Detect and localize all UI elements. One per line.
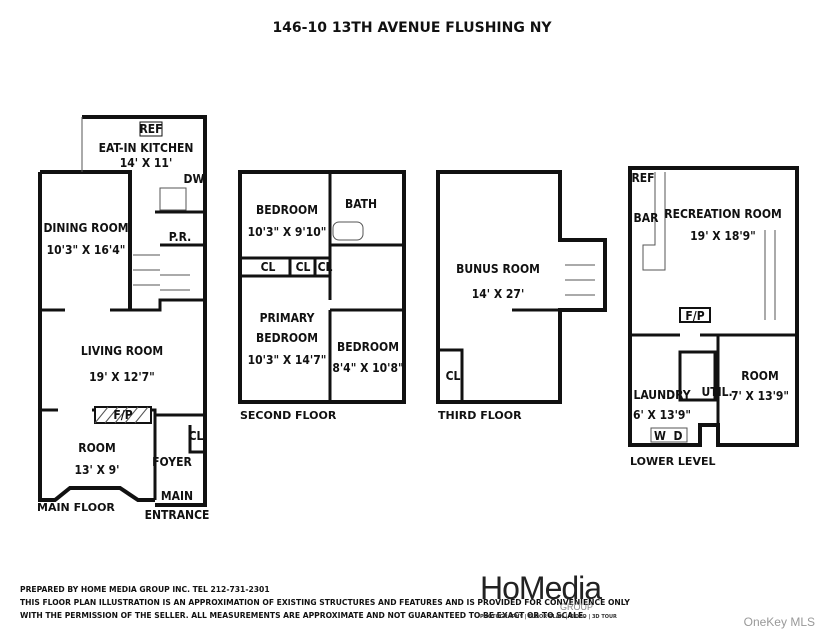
- primary-name-2: BEDROOM: [256, 331, 318, 345]
- dryer-label: D: [674, 429, 683, 443]
- stove-icon: [159, 187, 187, 211]
- second-floor-label: SECOND FLOOR: [240, 409, 337, 422]
- kitchen-size: 14' X 11': [120, 156, 173, 170]
- rec-room-size: 19' X 18'9": [690, 229, 756, 243]
- bonus-room-name: BUNUS ROOM: [456, 262, 540, 276]
- laundry-size: 6' X 13'9": [633, 408, 691, 422]
- dining-size: 10'3" X 16'4": [47, 243, 126, 257]
- main-floor-plan: REF EAT-IN KITCHEN 14' X 11' DW P.R. DIN…: [37, 115, 210, 522]
- homedia-logo: HoMedia GROUP PHOTOGRAPHY | FLOOR PLAN |…: [480, 570, 617, 620]
- plan-title: 146-10 13TH AVENUE FLUSHING NY: [272, 20, 552, 36]
- laundry-name: LAUNDRY: [633, 388, 690, 402]
- living-size: 19' X 12'7": [89, 370, 155, 384]
- room-name: ROOM: [78, 441, 115, 455]
- primary-name-1: PRIMARY: [260, 311, 315, 325]
- powder-room-label: P.R.: [169, 230, 191, 244]
- closet-label-3: CL: [318, 260, 333, 274]
- bathtub-icon: [332, 221, 364, 241]
- ref-label: REF: [631, 171, 654, 185]
- fp-label: F/P: [113, 408, 132, 422]
- room-size: 7' X 13'9": [731, 389, 789, 403]
- footer-disclaimer-2: WITH THE PERMISSION OF THE SELLER. ALL M…: [20, 611, 587, 620]
- dw-label: DW: [184, 172, 205, 186]
- room-name: ROOM: [741, 369, 778, 383]
- ref-label: REF: [139, 122, 162, 136]
- bar-label: BAR: [634, 211, 660, 225]
- main-floor-label: MAIN FLOOR: [37, 501, 115, 514]
- bath-name: BATH: [345, 197, 377, 211]
- footer-prepared-by: PREPARED BY HOME MEDIA GROUP INC. TEL 21…: [20, 585, 270, 594]
- util-label: UTIL.: [701, 385, 732, 399]
- footer-disclaimer-1: THIS FLOOR PLAN ILLUSTRATION IS AN APPRO…: [20, 598, 630, 607]
- lower-level-label: LOWER LEVEL: [630, 455, 715, 468]
- closet-label-1: CL: [261, 260, 276, 274]
- washer-label: W: [654, 429, 666, 443]
- closet-label: CL: [189, 429, 204, 443]
- logo-group: GROUP: [560, 602, 594, 612]
- bedroom2-name: BEDROOM: [337, 340, 399, 354]
- mls-watermark: OneKey MLS: [743, 615, 815, 629]
- bedroom1-name: BEDROOM: [256, 203, 318, 217]
- washer-dryer-icon: [650, 427, 688, 443]
- logo-tagline: PHOTOGRAPHY | FLOOR PLAN | VIDEO | 3D TO…: [480, 614, 617, 620]
- entrance-label-2: ENTRANCE: [145, 508, 210, 522]
- closet-label: CL: [446, 369, 461, 383]
- kitchen-name: EAT-IN KITCHEN: [99, 141, 194, 155]
- closet-label-2: CL: [296, 260, 311, 274]
- fireplace-icon: [94, 406, 152, 424]
- bedroom1-size: 10'3" X 9'10": [248, 225, 327, 239]
- living-name: LIVING ROOM: [81, 344, 163, 358]
- dining-name: DINING ROOM: [43, 221, 128, 235]
- room-size: 13' X 9': [75, 463, 120, 477]
- logo-name: HoMedia: [480, 570, 602, 606]
- third-floor-label: THIRD FLOOR: [438, 409, 522, 422]
- foyer-label: FOYER: [152, 455, 192, 469]
- bonus-room-size: 14' X 27': [472, 287, 525, 301]
- primary-size: 10'3" X 14'7": [248, 353, 327, 367]
- fireplace-icon: [679, 307, 711, 323]
- lower-level-plan: REF BAR RECREATION ROOM 19' X 18'9" F/P …: [628, 166, 799, 468]
- bedroom2-size: 8'4" X 10'8": [332, 361, 403, 375]
- second-floor-plan: BEDROOM 10'3" X 9'10" BATH CL CL CL PRIM…: [238, 170, 406, 422]
- rec-room-name: RECREATION ROOM: [664, 207, 782, 221]
- fp-label: F/P: [685, 309, 704, 323]
- entrance-label-1: MAIN: [161, 489, 193, 503]
- third-floor-plan: BUNUS ROOM 14' X 27' CL THIRD FLOOR: [436, 170, 607, 422]
